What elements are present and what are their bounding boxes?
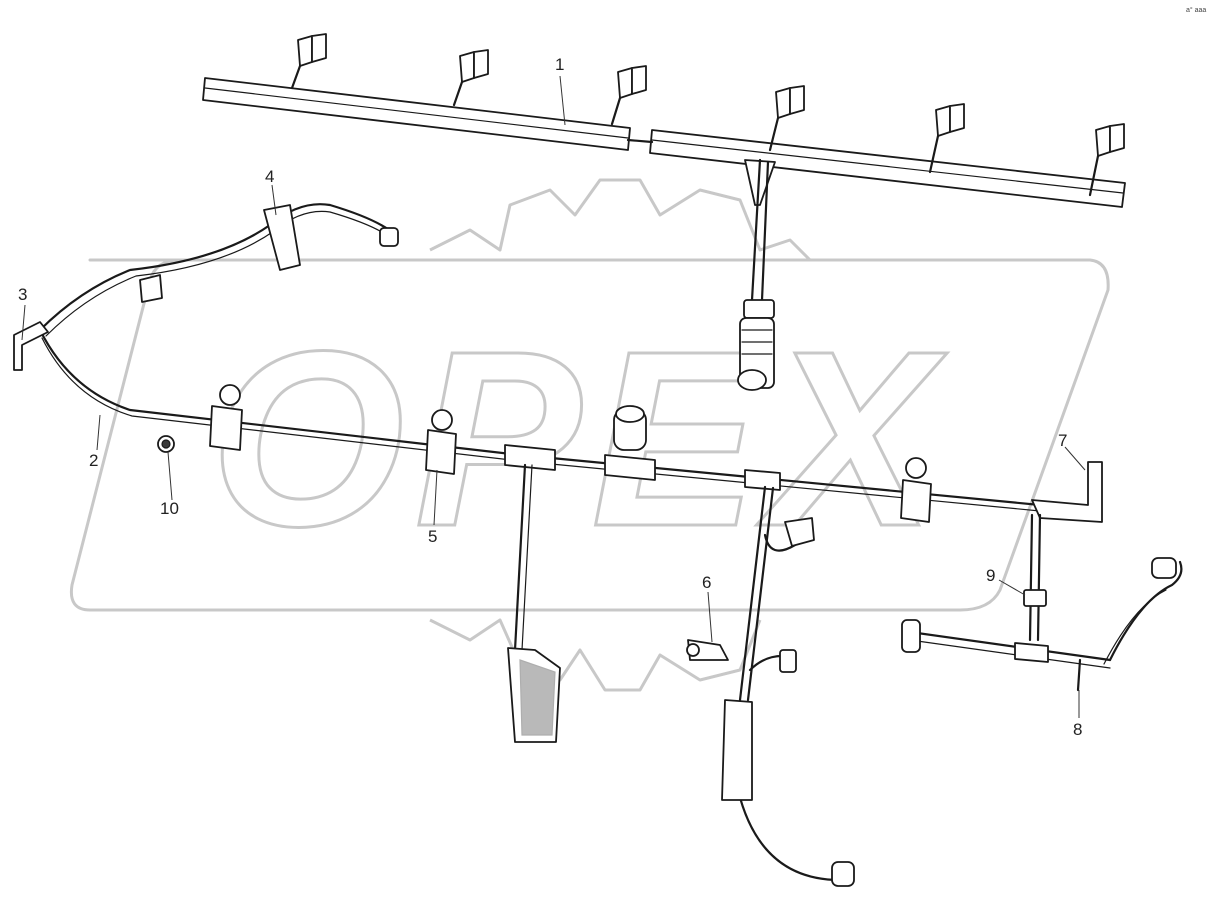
main-harness — [13, 203, 1183, 887]
injector-rail-harness — [202, 33, 1126, 391]
watermark-text: OPEX — [210, 299, 948, 578]
corner-mark: a° aaa — [1186, 6, 1206, 14]
callout-labels: 1 2 3 4 5 6 7 8 9 10 — [18, 55, 1082, 739]
callout-7: 7 — [1058, 431, 1067, 450]
callout-4: 4 — [265, 167, 274, 186]
callout-6: 6 — [702, 573, 711, 592]
leader-lines — [21, 75, 1086, 718]
callout-5: 5 — [428, 527, 437, 546]
callout-3: 3 — [18, 285, 27, 304]
callout-1: 1 — [555, 55, 564, 74]
callout-2: 2 — [89, 451, 98, 470]
callout-10: 10 — [160, 499, 179, 518]
callout-9: 9 — [986, 566, 995, 585]
callout-8: 8 — [1073, 720, 1082, 739]
